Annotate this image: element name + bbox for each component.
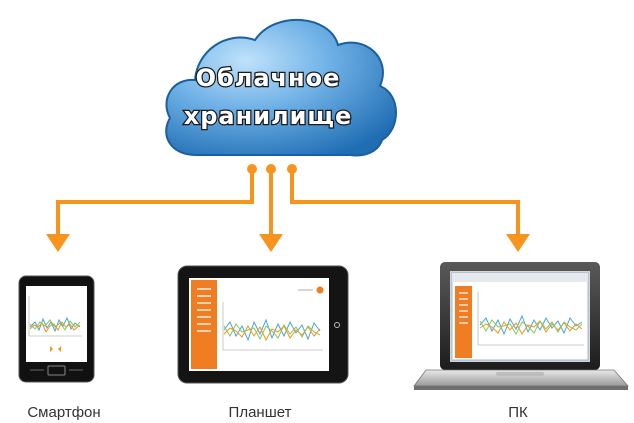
connector-lines — [56, 168, 520, 238]
cloud-storage-icon — [165, 19, 397, 157]
pc-label: ПК — [508, 404, 528, 421]
tablet-icon — [177, 265, 349, 384]
cloud-title-line-2: хранилище — [183, 101, 353, 132]
arrow-to-smartphone — [46, 234, 70, 252]
tablet-label: Планшет — [228, 404, 292, 421]
cloud-title-line-1: Облачное — [194, 63, 341, 94]
smartphone-label: Смартфон — [27, 404, 101, 421]
connector-nodes — [247, 164, 297, 174]
smartphone-icon — [18, 275, 95, 383]
arrow-heads — [46, 234, 530, 252]
arrow-to-pc — [506, 234, 530, 252]
connector-to-pc — [290, 168, 520, 238]
connector-to-smartphone — [56, 168, 254, 238]
laptop-icon — [413, 262, 629, 390]
arrow-to-tablet — [259, 234, 283, 252]
